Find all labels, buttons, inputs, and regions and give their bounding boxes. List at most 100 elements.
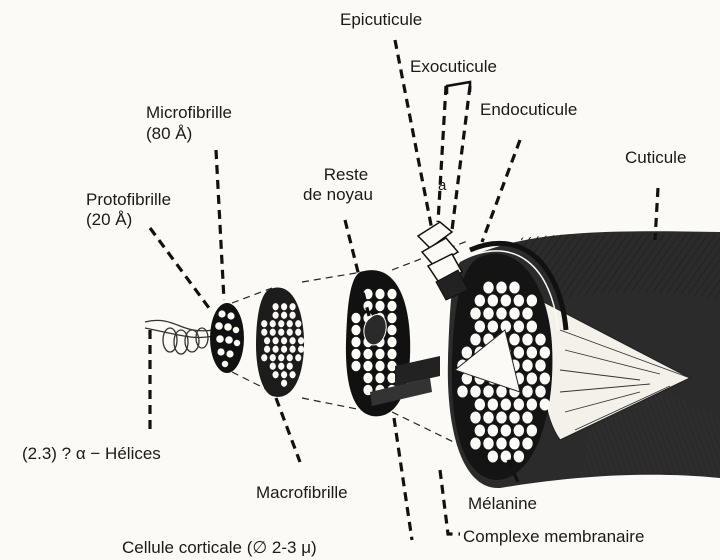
hair-shaft [448, 231, 720, 488]
cell-dot [514, 399, 524, 411]
cell-dot [514, 451, 524, 463]
microfibrille-disc [210, 303, 244, 373]
cell-dot [509, 334, 519, 346]
cell-dot [509, 282, 519, 294]
cell-dot [264, 346, 270, 353]
cell-dot [287, 363, 293, 370]
cell-dot [363, 349, 372, 360]
label-exocuticule: Exocuticule [410, 57, 497, 76]
cell-dot [488, 295, 498, 307]
cell-dot [535, 360, 545, 372]
cell-dot [375, 289, 384, 300]
cell-dot [514, 321, 524, 333]
cell-dot [540, 399, 550, 411]
cell-dot [287, 320, 293, 327]
cell-dot [261, 329, 267, 336]
cell-dot [351, 325, 360, 336]
cell-dot [387, 313, 396, 324]
cell-dot [509, 438, 519, 450]
cell-dot [496, 438, 506, 450]
label-cellule-corticale: Cellule corticale (∅ 2-3 μ) [122, 538, 317, 557]
label-protofibrille: Protofibrille [86, 190, 171, 209]
cell-dot [527, 399, 537, 411]
cell-dot [272, 371, 278, 378]
cell-dot [261, 354, 267, 361]
cell-dot [522, 412, 532, 424]
cell-dot [483, 386, 493, 398]
cell-dot [501, 399, 511, 411]
cell-dot [287, 354, 293, 361]
cell-dot [470, 412, 480, 424]
cell-dot [375, 349, 384, 360]
cell-dot [351, 313, 360, 324]
label-helices: (2.3) ? α − Hélices [22, 444, 161, 463]
cell-dot [298, 337, 304, 344]
macrofibrille-disc [256, 287, 304, 396]
cell-dot [540, 373, 550, 385]
cell-dot [278, 320, 284, 327]
cell-dot [488, 451, 498, 463]
cell-dot [488, 425, 498, 437]
cell-dot [289, 371, 295, 378]
label-melanine: Mélanine [468, 494, 537, 513]
label-reste-line1: Reste [318, 165, 374, 184]
cell-dot [475, 295, 485, 307]
cell-dot [295, 354, 301, 361]
cell-dot [289, 303, 295, 310]
cell-dot [270, 363, 276, 370]
cell-dot [278, 354, 284, 361]
cell-dot [522, 360, 532, 372]
cell-dot [522, 308, 532, 320]
cell-dot [483, 412, 493, 424]
cell-dot [387, 301, 396, 312]
cell-dot [522, 438, 532, 450]
cell-dot [527, 321, 537, 333]
label-a-mark: a [438, 176, 446, 195]
cell-dot [514, 347, 524, 359]
cell-dot [351, 337, 360, 348]
cell-dot [522, 386, 532, 398]
cell-dot [535, 334, 545, 346]
cell-dot [496, 282, 506, 294]
label-reste-line2: de noyau [303, 185, 373, 204]
cell-dot [527, 425, 537, 437]
cell-dot [535, 386, 545, 398]
cell-dot [281, 337, 287, 344]
cell-dot [278, 329, 284, 336]
cell-dot [496, 308, 506, 320]
cell-dot [264, 337, 270, 344]
cell-dot [375, 301, 384, 312]
cell-dot [281, 312, 287, 319]
cell-dot [470, 334, 480, 346]
cell-dot [501, 425, 511, 437]
cell-dot [514, 425, 524, 437]
cell-dot [527, 295, 537, 307]
cell-dot [527, 373, 537, 385]
cell-dot [272, 337, 278, 344]
cell-dot [470, 438, 480, 450]
label-macrofibrille: Macrofibrille [256, 483, 348, 502]
label-epicuticule: Epicuticule [340, 10, 422, 29]
protofibrille-coil [145, 320, 214, 354]
cell-dot [540, 347, 550, 359]
cell-dot [387, 337, 396, 348]
cell-dot [470, 386, 480, 398]
cell-dot [483, 308, 493, 320]
label-complexe-membranaire: Complexe membranaire [463, 527, 644, 546]
cell-dot [272, 303, 278, 310]
cell-dot [270, 354, 276, 361]
cell-dot [375, 373, 384, 384]
cell-dot [363, 361, 372, 372]
cell-dot [509, 308, 519, 320]
cell-dot [501, 295, 511, 307]
cell-dot [488, 321, 498, 333]
cell-dot [289, 312, 295, 319]
cell-dot [281, 380, 287, 387]
cell-dot [387, 289, 396, 300]
cell-dot [475, 425, 485, 437]
cell-dot [281, 346, 287, 353]
cell-dot [475, 399, 485, 411]
label-endocuticule: Endocuticule [480, 100, 577, 119]
cell-dot [514, 295, 524, 307]
